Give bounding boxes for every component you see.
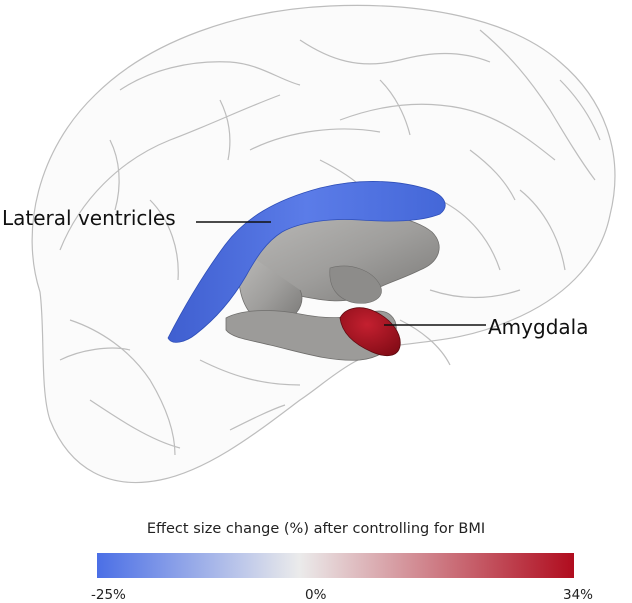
colorbar-min-label: -25%: [91, 587, 126, 603]
amygdala-label: Amygdala: [488, 315, 589, 339]
amygdala-region: [339, 307, 401, 357]
lateral-ventricles-region: [167, 181, 446, 343]
colorbar-mid-label: 0%: [305, 587, 327, 603]
lateral-ventricles-label: Lateral ventricles: [2, 206, 176, 230]
colorbar-title: Effect size change (%) after controlling…: [146, 521, 486, 537]
colorbar-gradient: [97, 553, 574, 578]
colorbar-max-label: 34%: [563, 587, 594, 603]
